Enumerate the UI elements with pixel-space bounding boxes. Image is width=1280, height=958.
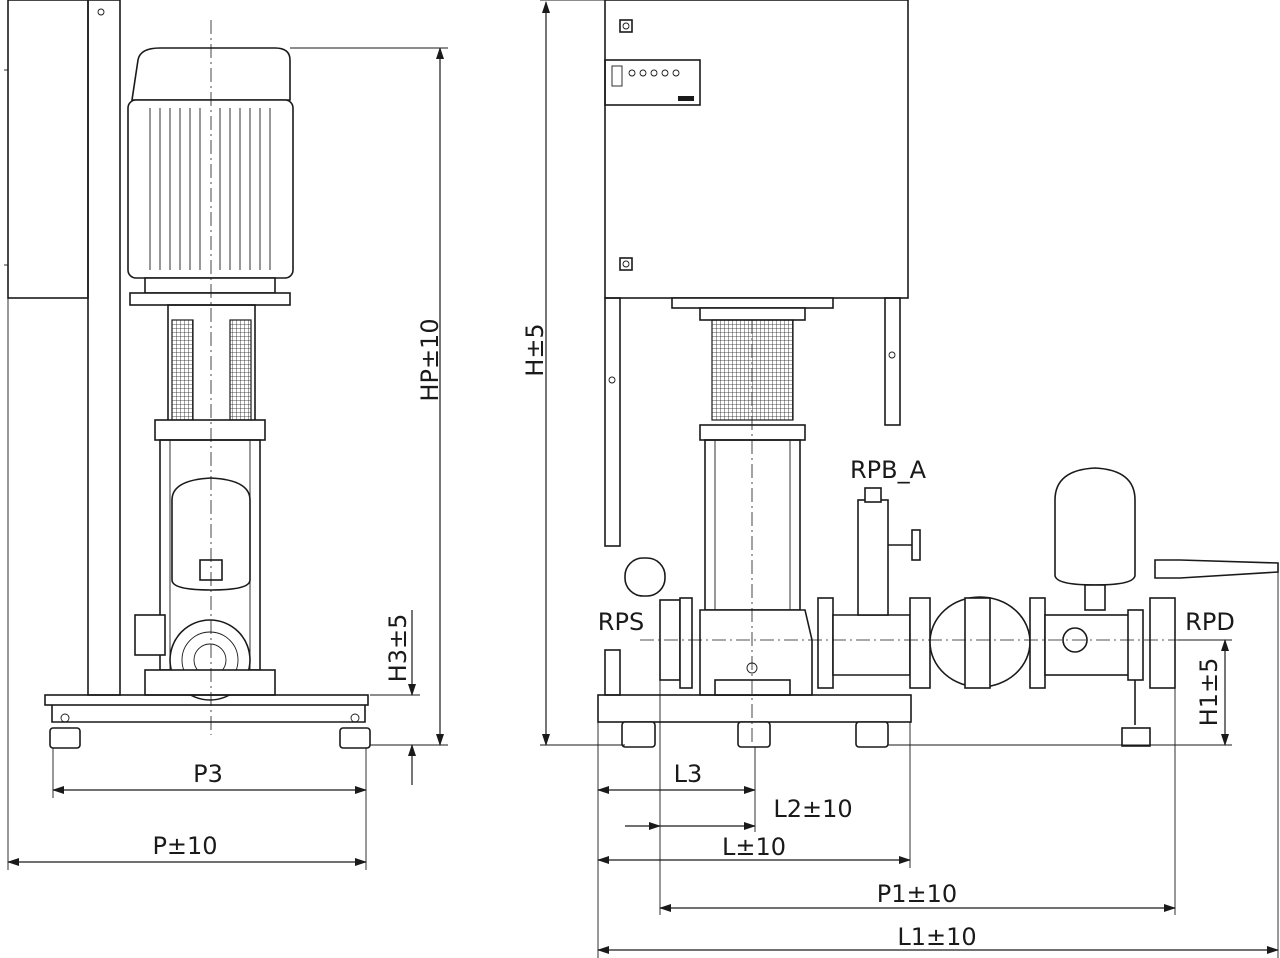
- control-cabinet: [604, 0, 909, 299]
- control-cabinet-side: [7, 0, 89, 299]
- dim-l2: L2±10: [773, 795, 852, 823]
- dim-l3: L3: [674, 760, 703, 788]
- dim-p1: P1±10: [877, 880, 957, 908]
- label-rps: RPS: [598, 608, 644, 636]
- front-dimensions: H±5 H1±5 L3 L2±10 L±10 P1±10 L1±10: [521, 0, 1279, 958]
- motor: [127, 47, 294, 306]
- label-rpd: RPD: [1185, 608, 1235, 636]
- dim-hp: HP±10: [416, 318, 444, 401]
- front-view: [597, 0, 1279, 748]
- side-dimensions: HP±10 H3±5 P3 P±10: [7, 47, 448, 870]
- cabinet-column: [87, 0, 121, 696]
- control-panel: [604, 59, 701, 106]
- pressure-vessel: [1054, 467, 1136, 586]
- dim-p: P±10: [152, 832, 217, 860]
- dim-p3: P3: [193, 760, 223, 788]
- bypass-valve: [857, 499, 889, 616]
- dim-l1: L1±10: [897, 923, 976, 951]
- dim-h1: H1±5: [1195, 658, 1223, 727]
- dim-l: L±10: [722, 833, 786, 861]
- side-view: [4, 0, 371, 749]
- dim-h3: H3±5: [384, 614, 412, 683]
- label-rpb-a: RPB_A: [850, 456, 927, 484]
- dim-h: H±5: [521, 323, 549, 376]
